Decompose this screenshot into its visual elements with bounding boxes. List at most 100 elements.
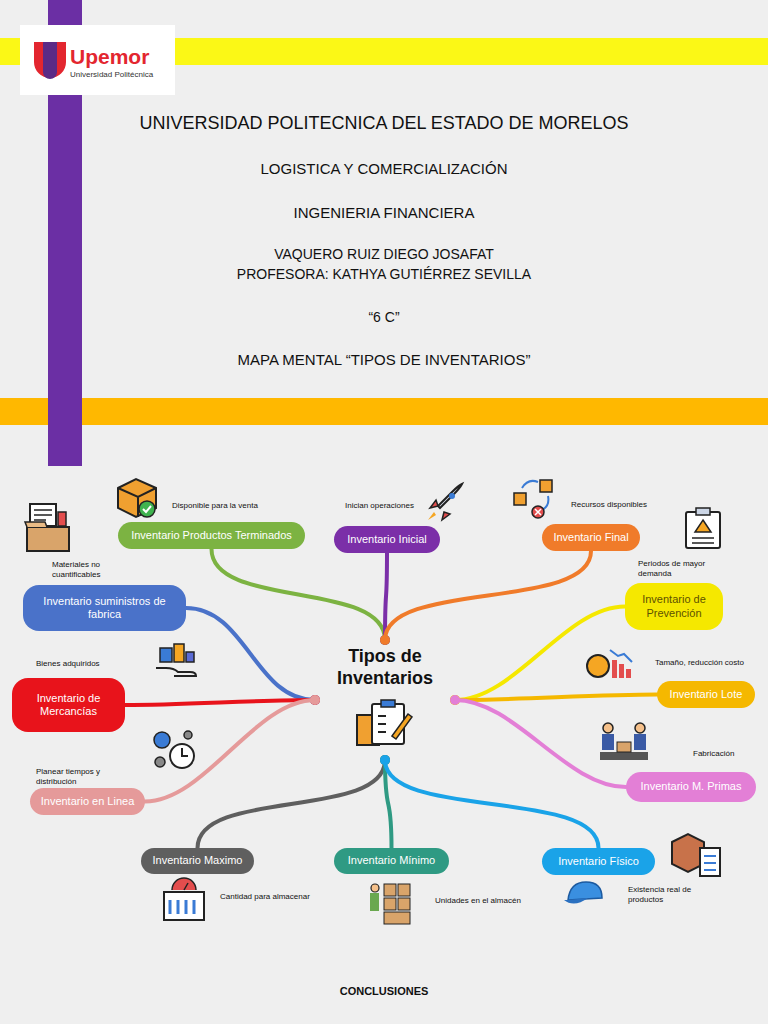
money-chart-icon-part: [626, 669, 631, 678]
money-chart-icon-part: [610, 650, 632, 662]
gears-clock-icon: [154, 731, 194, 768]
workers-icon: [600, 723, 648, 760]
money-chart-icon-part: [612, 660, 617, 678]
logo-mark-part: [43, 42, 57, 79]
header-line: MAPA MENTAL “TIPOS DE INVENTARIOS”: [0, 351, 768, 370]
branch-text: Inventario Mínimo: [348, 854, 435, 867]
branch-text: Inventario Físico: [558, 855, 639, 868]
branch-text: Inventario suministros de fabrica: [31, 595, 178, 621]
page-title: UNIVERSIDAD POLITECNICA DEL ESTADO DE MO…: [0, 112, 768, 135]
branch-text: Inventario de Mercancías: [20, 692, 117, 718]
section-heading: CONCLUSIONES: [0, 985, 768, 999]
workers-icon-part: [603, 723, 613, 733]
worker-boxes-icon-part: [398, 898, 410, 910]
note-text: Materiales no cuantificables: [52, 560, 122, 580]
branch-text: Inventario de Prevención: [633, 593, 715, 619]
branch-pill: Inventario en Linea: [30, 788, 145, 815]
worker-boxes-icon: [370, 884, 410, 924]
workers-icon-part: [600, 752, 648, 760]
branch-curve: [455, 695, 657, 701]
box-papers-icon-part: [27, 527, 69, 551]
header-line: INGENIERIA FINANCIERA: [0, 204, 768, 223]
branch-text: Inventario Inicial: [347, 533, 427, 546]
box-check-icon: [118, 479, 156, 517]
logo-mark: [34, 42, 66, 79]
hand-money-icon-part: [160, 648, 172, 662]
branch-curve: [186, 608, 315, 700]
note-text: Disponible para la venta: [172, 501, 292, 511]
branch-curve: [455, 700, 626, 787]
rocket-icon: [428, 484, 462, 520]
workers-icon-part: [634, 734, 646, 750]
workers-icon-part: [617, 742, 631, 752]
branch-pill: Inventario de Prevención: [625, 583, 723, 630]
rocket-icon-part: [430, 500, 450, 520]
cap-icon: [564, 882, 602, 904]
worker-boxes-icon-part: [384, 898, 396, 910]
branch-curve: [198, 760, 386, 848]
branch-text: Inventario Final: [553, 531, 628, 544]
branch-dot: [450, 695, 460, 705]
note-text: Periodos de mayor demanda: [638, 559, 723, 579]
logo-text: Upemor: [70, 44, 180, 70]
warning-doc-icon-part: [686, 512, 720, 548]
cycle-icon-part: [522, 481, 548, 510]
worker-boxes-icon-part: [384, 912, 410, 924]
branch-pill: Inventario Lote: [657, 681, 755, 708]
cycle-icon-part: [540, 480, 552, 492]
branch-text: Inventario Productos Terminados: [131, 529, 292, 542]
branch-text: Inventario en Linea: [41, 795, 135, 808]
warehouse-icon-part: [172, 878, 196, 890]
note-text: Inician operaciones: [345, 501, 435, 511]
branch-text: Inventario M. Primas: [641, 780, 742, 793]
rocket-icon-part: [438, 484, 462, 508]
box-checklist-icon: [672, 834, 720, 876]
hand-money-icon-part: [156, 668, 196, 676]
branch-pill: Inventario Maximo: [141, 848, 254, 874]
branch-curve: [385, 760, 599, 848]
center-clipboard-icon-part: [372, 704, 404, 744]
note-text: Unidades en el almacén: [435, 896, 545, 906]
warning-doc-icon: [686, 508, 720, 548]
note-text: Cantidad para almacenar: [220, 892, 330, 902]
note-text: Existencia real de productos: [628, 885, 708, 905]
branch-dot: [450, 695, 460, 705]
box-check-icon-part: [118, 479, 156, 517]
cycle-icon: [514, 480, 552, 518]
box-checklist-icon-part: [704, 856, 716, 870]
gears-clock-icon-part: [182, 748, 188, 756]
branch-curve: [145, 700, 315, 802]
cycle-icon-part: [535, 509, 541, 515]
note-text: Recursos disponibles: [571, 500, 681, 510]
worker-boxes-icon-part: [371, 884, 379, 892]
branch-curve: [125, 700, 315, 705]
box-papers-icon-part: [58, 512, 66, 526]
note-text: Fabricación: [693, 749, 763, 759]
warning-doc-icon-part: [696, 508, 710, 515]
branch-dot: [380, 635, 390, 645]
note-text: Tamaño, reducción costo: [655, 658, 765, 668]
header-line: “6 C”: [0, 309, 768, 327]
gears-clock-icon-part: [155, 757, 165, 767]
topic-text: Tipos de Inventarios: [315, 646, 455, 689]
warning-doc-icon-part: [695, 520, 711, 532]
warehouse-icon-part: [170, 900, 194, 914]
branch-text: Inventario Lote: [670, 688, 743, 701]
hand-money-icon-part: [186, 652, 194, 662]
rocket-icon-part: [449, 493, 455, 499]
warehouse-icon-part: [164, 892, 204, 920]
workers-icon-part: [602, 734, 614, 750]
worker-boxes-icon-part: [370, 893, 379, 911]
logo-mark-part: [34, 42, 66, 78]
workers-icon-part: [635, 723, 645, 733]
branch-pill: Inventario Final: [542, 524, 640, 551]
logo-text: Universidad Politécnica: [70, 70, 180, 80]
gears-clock-icon-part: [170, 744, 194, 768]
branch-dot: [310, 695, 320, 705]
branch-pill: Inventario Productos Terminados: [118, 522, 305, 549]
branch-pill: Inventario de Mercancías: [12, 678, 125, 732]
box-papers-icon: [25, 504, 69, 551]
warehouse-icon: [164, 878, 204, 920]
orange-band-part: [0, 398, 768, 425]
